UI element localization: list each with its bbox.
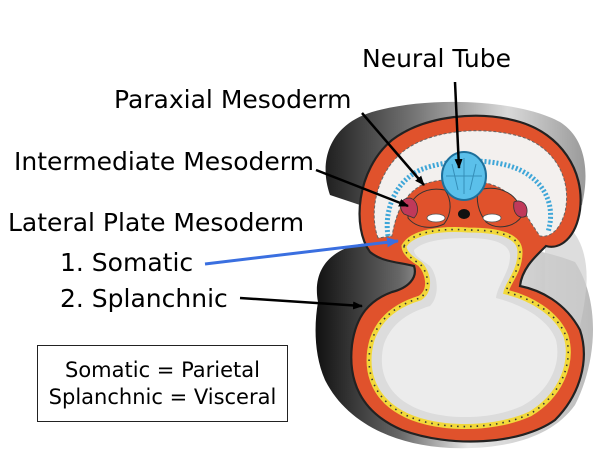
neural-tube-leader [453, 81, 463, 169]
cross-section-face [350, 114, 585, 443]
neural-tube-label: Neural Tube [362, 44, 511, 73]
somatic-label: 1. Somatic [60, 248, 194, 277]
intermediate-mesoderm-label: Intermediate Mesoderm [14, 147, 314, 176]
note-line-splanchnic: Splanchnic = Visceral [48, 384, 277, 409]
paraxial-mesoderm-label: Paraxial Mesoderm [114, 85, 352, 114]
somatic-arrow [204, 237, 399, 266]
note-line-somatic: Somatic = Parietal [65, 358, 260, 383]
splanchnic-label: 2. Splanchnic [60, 284, 228, 313]
paraxial-leader [361, 112, 425, 186]
terminology-note-box: Somatic = Parietal Splanchnic = Visceral [37, 345, 288, 422]
lateral-plate-mesoderm-label: Lateral Plate Mesoderm [8, 208, 305, 237]
splanchnic-leader [239, 296, 363, 310]
intermediate-leader [315, 168, 409, 208]
